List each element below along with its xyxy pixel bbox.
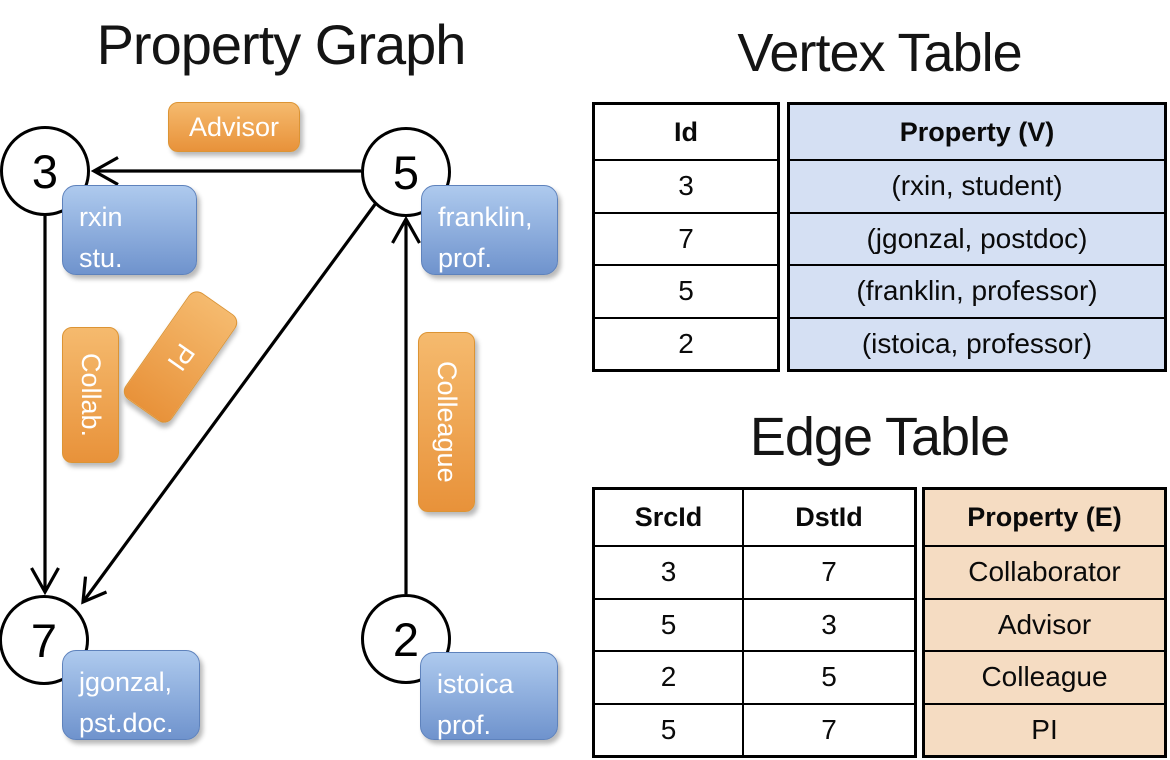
table-cell: 5 [595, 597, 742, 651]
vertex-label-istoica: istoica prof. [420, 652, 558, 740]
arrowhead-down-icon [30, 567, 60, 596]
label-line2: prof. [437, 709, 492, 740]
column-header-srcid: SrcId [634, 502, 703, 532]
edge-label-advisor: Advisor [168, 102, 300, 152]
table-cell: (rxin, student) [790, 159, 1164, 212]
label-line1: istoica [437, 669, 514, 699]
label-line2: stu. [79, 242, 123, 273]
edge-table-title: Edge Table [749, 407, 1010, 467]
column-header-dstid: DstId [742, 490, 914, 545]
label-line1: jgonzal, [79, 667, 173, 697]
column-header-property-e: Property (E) [925, 490, 1164, 545]
vertex-label-franklin: franklin, prof. [421, 185, 558, 275]
table-cell: 5 [595, 264, 777, 317]
table-cell: Advisor [925, 597, 1164, 650]
column-header-property-v: Property (V) [790, 105, 1164, 159]
label-line1: rxin [79, 202, 123, 232]
graph-edges-layer [30, 156, 421, 605]
vertex-id: 7 [30, 613, 58, 667]
table-cell: (jgonzal, postdoc) [790, 211, 1164, 264]
label-line1: franklin, [438, 202, 533, 232]
table-cell: 3 [742, 597, 914, 650]
vertex-table-id-column: Id 3 7 5 2 [592, 102, 780, 372]
property-graph-title: Property Graph [96, 13, 467, 76]
arrowhead-left-icon [90, 156, 119, 186]
vertex-id: 3 [31, 144, 59, 198]
table-cell: 2 [595, 316, 777, 370]
label-line2: prof. [438, 242, 493, 273]
edge-label-collab: Collab. [62, 327, 119, 463]
vertex-table-property-column: Property (V) (rxin, student) (jgonzal, p… [787, 102, 1167, 372]
edge-table-id-columns: SrcId DstId 3 7 5 3 2 5 5 7 [592, 487, 917, 758]
vertex-id: 2 [392, 612, 420, 666]
table-cell: PI [925, 702, 1164, 755]
table-cell: 5 [595, 702, 742, 756]
vertex-label-rxin: rxin stu. [62, 185, 197, 275]
edge-pi-5-to-7 [81, 202, 378, 605]
table-cell: 2 [595, 650, 742, 703]
edge-advisor-5-to-3 [90, 156, 361, 186]
label-line2: pst.doc. [79, 707, 174, 738]
vertex-table: Id 3 7 5 2 Property (V) (rxin, student) … [592, 102, 1167, 372]
arrowhead-up-icon [391, 215, 421, 244]
table-cell: 7 [742, 702, 914, 755]
edge-collab-3-to-7 [30, 216, 60, 596]
vertex-label-jgonzal: jgonzal, pst.doc. [62, 650, 200, 740]
table-cell: Colleague [925, 650, 1164, 703]
table-cell: 5 [742, 650, 914, 703]
edge-label-colleague: Colleague [418, 332, 475, 512]
table-cell: (istoica, professor) [790, 316, 1164, 369]
edge-colleague-2-to-5 [391, 215, 421, 594]
table-cell: 3 [595, 159, 777, 212]
vertex-node-2: 2 [361, 594, 451, 684]
column-header-id: Id [674, 116, 698, 147]
edge-table: SrcId DstId 3 7 5 3 2 5 5 7 Property (E)… [592, 487, 1167, 758]
edge-table-property-column: Property (E) Collaborator Advisor Collea… [922, 487, 1167, 758]
table-cell: 7 [595, 211, 777, 265]
vertex-id: 5 [392, 145, 420, 199]
arrowhead-downleft-icon [81, 576, 108, 605]
table-cell: Collaborator [925, 545, 1164, 598]
table-cell: 7 [742, 545, 914, 598]
table-cell: (franklin, professor) [790, 264, 1164, 317]
table-cell: 3 [595, 545, 742, 598]
vertex-table-title: Vertex Table [737, 23, 1022, 83]
